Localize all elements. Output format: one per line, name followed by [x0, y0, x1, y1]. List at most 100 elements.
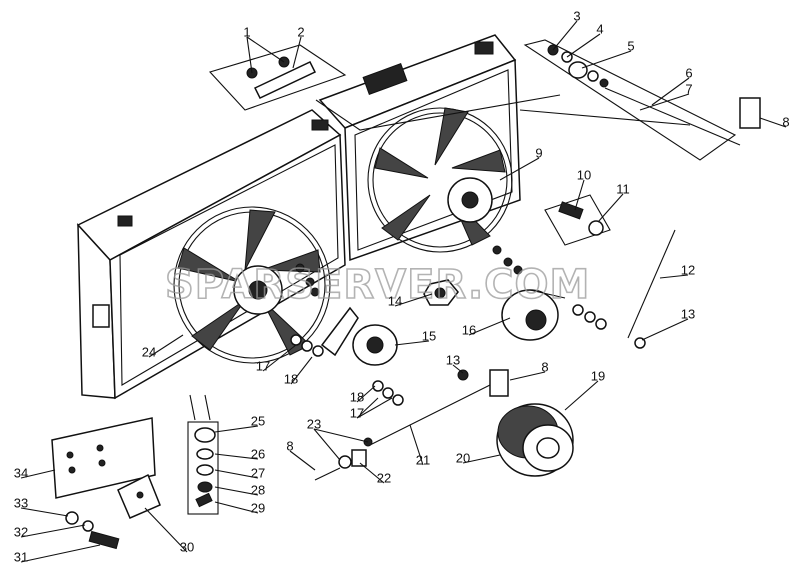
callout-c34: 34 [14, 465, 28, 480]
leader-line-c16-0 [468, 317, 511, 336]
callout-c19: 19 [591, 368, 605, 383]
callout-c8c: 8 [286, 438, 293, 453]
fan-right [367, 107, 513, 253]
leader-line-c23-1 [313, 428, 369, 443]
fastener-stack [187, 421, 219, 515]
leader-line-c4-0 [566, 33, 601, 58]
leader-line-c8b-0 [509, 371, 546, 381]
top-bracket [208, 44, 347, 111]
leader-line-c34-0 [20, 469, 56, 479]
leader-line-c18a-0 [290, 356, 313, 385]
callout-c27: 27 [251, 465, 265, 480]
leader-line-c17b-0 [356, 397, 379, 419]
leader-line-c13a-0 [641, 318, 689, 341]
bolt-10-11 [544, 194, 611, 246]
callout-c8b: 8 [541, 359, 548, 374]
watermark-text: SPARSERVER.COM [165, 262, 590, 308]
guide-lines [189, 94, 691, 421]
washers-left [290, 263, 324, 357]
callout-c25: 25 [251, 413, 265, 428]
leader-line-c30-0 [144, 507, 188, 553]
leader-line-c12-0 [659, 274, 689, 279]
leader-line-c32-0 [20, 524, 86, 538]
leader-line-c15-0 [394, 340, 430, 346]
leader-line-c14-0 [394, 293, 433, 307]
leader-line-c17b-1 [356, 397, 393, 419]
fan-left [173, 206, 331, 364]
rod-12 [627, 229, 676, 349]
leader-line-c9-0 [499, 157, 540, 181]
leader-line-c5-0 [581, 50, 632, 69]
callout-c13a: 13 [681, 306, 695, 321]
callout-c11: 11 [616, 181, 630, 196]
plate-34 [51, 417, 156, 499]
leader-line-c1-1 [246, 36, 285, 63]
nut-14 [423, 279, 459, 306]
callout-c3: 3 [573, 8, 580, 23]
leader-line-c3-0 [552, 20, 578, 51]
leader-line-c10-0 [574, 179, 585, 211]
callout-c16: 16 [462, 322, 476, 337]
pulley-19-20 [496, 403, 574, 477]
leader-line-c19-0 [564, 380, 599, 411]
callout-c20: 20 [456, 450, 470, 465]
callout-c15: 15 [422, 328, 436, 343]
leader-line-c28-0 [214, 486, 259, 496]
callout-c26: 26 [251, 446, 265, 461]
leader-line-c25-0 [214, 425, 259, 433]
leader-line-c8c-0 [289, 450, 316, 471]
leader-line-c6-0 [651, 77, 690, 106]
callout-c17a: 17 [256, 358, 270, 373]
callout-c17b: 17 [350, 405, 364, 420]
leader-line-c22-0 [359, 462, 385, 484]
callout-c13b: 13 [446, 352, 460, 367]
leader-line-c17a-0 [262, 344, 297, 372]
leader-line-c26-0 [214, 453, 259, 460]
leader-line-c31-0 [20, 544, 101, 563]
callout-c4: 4 [596, 21, 603, 36]
tension-rod-top [523, 39, 761, 161]
callout-c2: 2 [297, 24, 304, 39]
leader-line-c7-0 [639, 93, 690, 111]
callout-c22: 22 [377, 470, 391, 485]
leader-line-c13b-0 [452, 364, 464, 374]
callout-c10: 10 [577, 167, 591, 182]
leader-line-c8a-0 [759, 117, 787, 128]
leader-line-c11-0 [597, 193, 624, 223]
rod-21 [314, 369, 509, 481]
callout-c29: 29 [251, 500, 265, 515]
callout-c8a: 8 [782, 114, 789, 129]
callout-c33: 33 [14, 495, 28, 510]
callout-c12: 12 [681, 262, 695, 277]
leader-line-c1-0 [246, 36, 253, 74]
callout-c30: 30 [180, 539, 194, 554]
callout-c21: 21 [416, 452, 430, 467]
callout-c6: 6 [685, 65, 692, 80]
callout-c31: 31 [14, 549, 28, 564]
leader-line-c33-0 [20, 507, 69, 517]
leader-line-c21-0 [409, 424, 424, 466]
bracket-30 [65, 473, 161, 550]
callout-c18a: 18 [284, 371, 298, 386]
leader-line-c23-0 [313, 428, 341, 461]
pulley-15 [320, 306, 398, 366]
callout-c28: 28 [251, 482, 265, 497]
leader-line-c2-0 [292, 36, 302, 69]
leader-line-c18b-0 [356, 385, 376, 403]
washers-mid [372, 380, 404, 406]
callout-c32: 32 [14, 524, 28, 539]
callout-c24: 24 [142, 344, 156, 359]
callout-c14: 14 [388, 293, 402, 308]
pulley-16 [492, 245, 607, 341]
callout-c18b: 18 [350, 389, 364, 404]
leader-line-c27-0 [214, 469, 259, 479]
leader-line-c24-0 [148, 334, 184, 358]
callout-c5: 5 [627, 38, 634, 53]
callout-c23: 23 [307, 416, 321, 431]
callout-c1: 1 [243, 24, 250, 39]
callout-c9: 9 [535, 145, 542, 160]
leader-line-c29-0 [214, 501, 259, 514]
callout-c7: 7 [685, 81, 692, 96]
